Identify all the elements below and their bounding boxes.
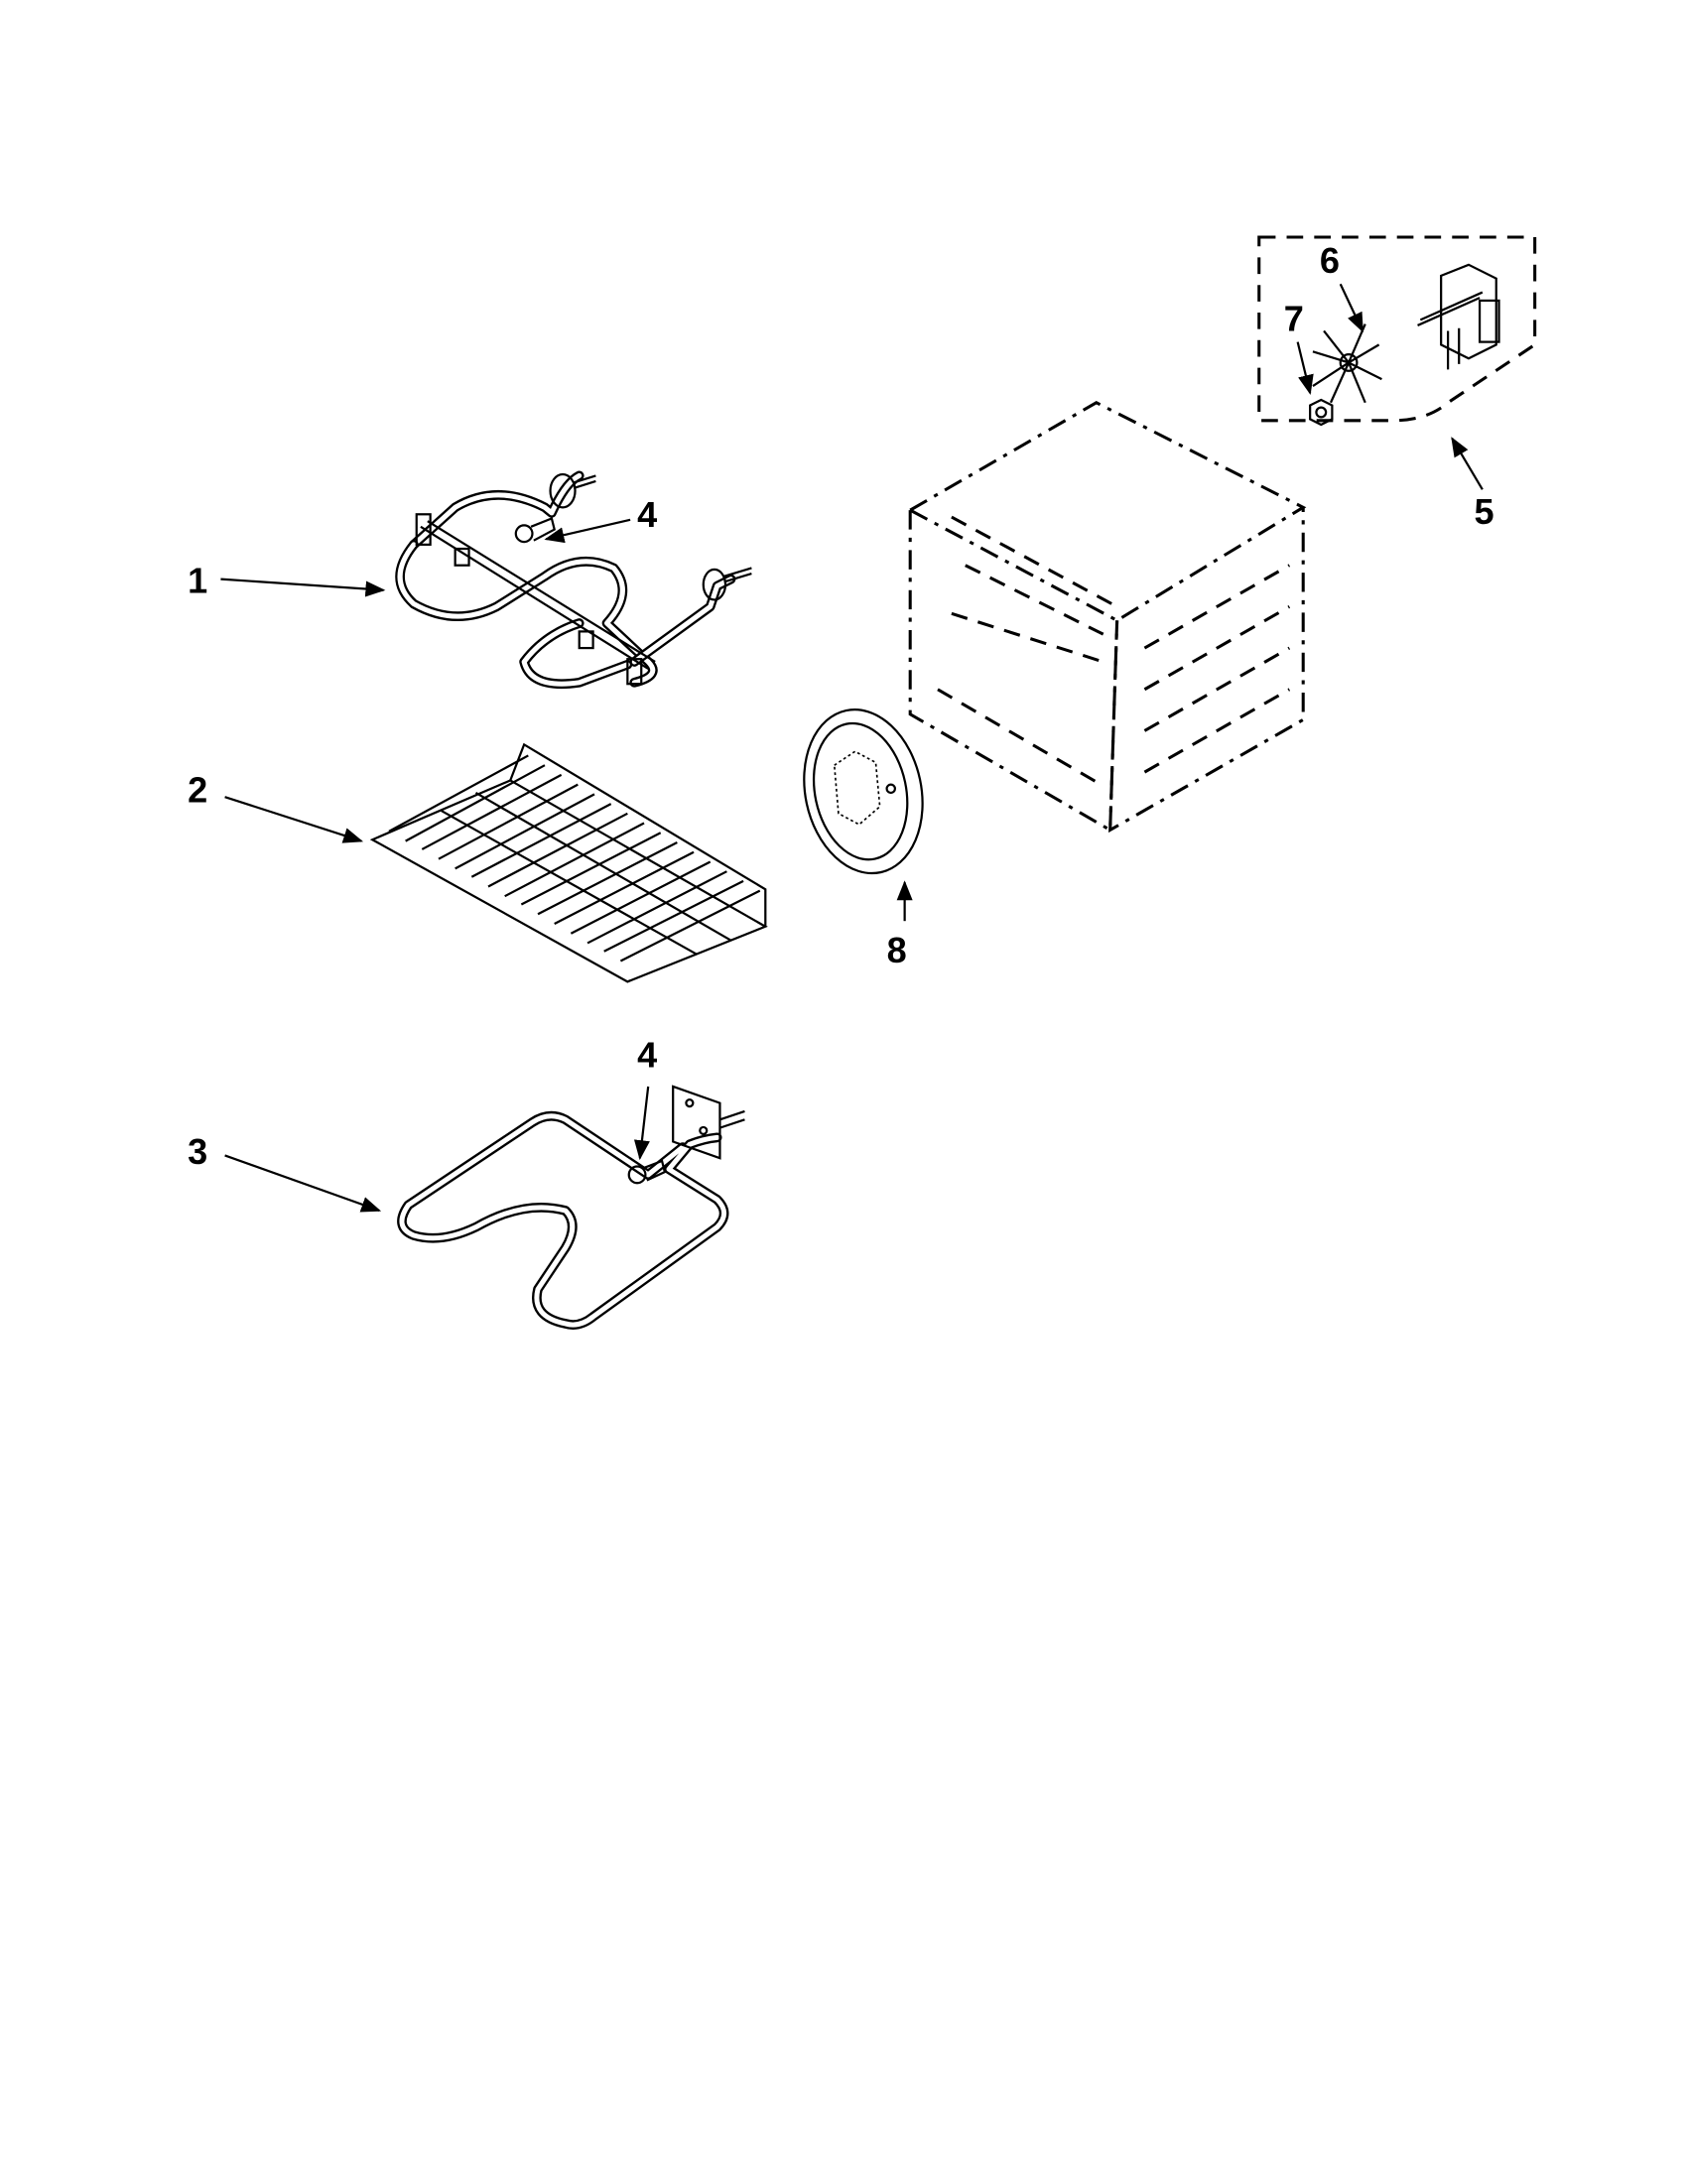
callout-4-upper: 4 bbox=[637, 494, 657, 535]
callout-6: 6 bbox=[1320, 240, 1340, 281]
nut-icon bbox=[1309, 398, 1334, 427]
callout-8: 8 bbox=[887, 930, 907, 970]
oven-cavity bbox=[907, 401, 1307, 834]
broil-element bbox=[395, 470, 752, 690]
fan-cover bbox=[803, 708, 924, 875]
callout-5: 5 bbox=[1475, 491, 1494, 532]
screw-icon bbox=[514, 516, 556, 544]
callout-2: 2 bbox=[188, 770, 207, 811]
fan-blade-icon bbox=[1312, 323, 1382, 404]
callout-1: 1 bbox=[188, 560, 207, 600]
oven-rack bbox=[369, 742, 768, 983]
bake-element bbox=[397, 1085, 745, 1330]
screw-icon bbox=[627, 1159, 667, 1185]
callout-3: 3 bbox=[188, 1131, 207, 1172]
leader-arrows bbox=[220, 283, 1484, 1213]
callout-7: 7 bbox=[1284, 298, 1304, 338]
fan-motor-assembly bbox=[1257, 235, 1537, 427]
callout-4-lower: 4 bbox=[637, 1034, 657, 1075]
